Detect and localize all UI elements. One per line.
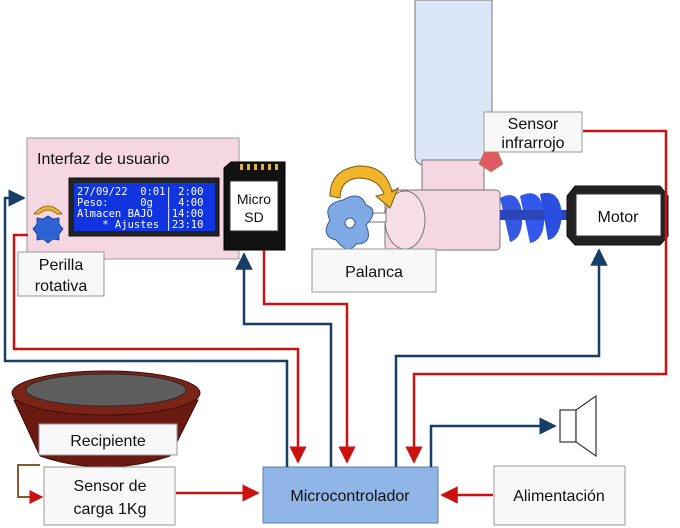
ir-sensor-label-line1: Sensor bbox=[508, 116, 559, 133]
speaker-icon bbox=[559, 394, 597, 458]
power-supply-box: Alimentación bbox=[493, 465, 626, 526]
ir-sensor: Sensor infrarrojo bbox=[478, 111, 583, 173]
wire-mcu-to-display bbox=[3, 189, 289, 467]
lcd-screen bbox=[74, 183, 215, 231]
lever-label: Palanca bbox=[345, 264, 403, 281]
lever bbox=[325, 165, 400, 250]
sd-label-line1: Micro bbox=[237, 191, 271, 207]
knob-rotate-icon bbox=[33, 205, 63, 215]
ir-sensor-label-line2: infrarrojo bbox=[501, 135, 564, 152]
auger-screw bbox=[500, 192, 570, 243]
user-interface-panel: Interfaz de usuario 27/09/22 0:01| 2:00 … bbox=[26, 137, 240, 260]
lever-label-box: Palanca bbox=[311, 248, 437, 293]
load-sensor-label-line1: Sensor de bbox=[74, 478, 147, 495]
ui-panel-title: Interfaz de usuario bbox=[37, 151, 170, 168]
power-supply-label: Alimentación bbox=[513, 488, 605, 505]
micro-sd-card: Micro SD bbox=[223, 161, 286, 251]
wire-knob-to-mcu bbox=[12, 233, 307, 464]
motor-label: Motor bbox=[598, 209, 640, 226]
food-bowl: Recipiente bbox=[11, 370, 201, 468]
motor: Motor bbox=[566, 185, 669, 246]
wire-sd-to-mcu bbox=[262, 250, 356, 464]
wire-mcu-to-sd bbox=[235, 252, 333, 467]
microcontroller-box: Microcontrolador bbox=[262, 466, 439, 524]
sd-label-line2: SD bbox=[244, 209, 263, 225]
lcd-line-4: * Ajustes |23:10 bbox=[77, 219, 203, 231]
microcontroller-label: Microcontrolador bbox=[290, 488, 410, 505]
knob-label-line2: rotativa bbox=[35, 278, 88, 295]
lcd-line-1: 27/09/22 0:01| 2:00 bbox=[77, 186, 203, 198]
wire-bowl-to-load-sensor bbox=[17, 464, 44, 504]
rotate-arrow-icon bbox=[329, 165, 400, 209]
knob-label-line1: Perilla bbox=[39, 257, 84, 274]
food-hopper bbox=[365, 0, 501, 251]
rotary-knob bbox=[32, 215, 64, 244]
lcd-line-3: Almacen BAJO |14:00 bbox=[77, 208, 203, 220]
load-sensor-box: Sensor de carga 1Kg bbox=[43, 466, 176, 526]
knob-label-box: Perilla rotativa bbox=[17, 251, 105, 297]
bowl-label: Recipiente bbox=[70, 433, 146, 450]
load-sensor-label-line2: carga 1Kg bbox=[74, 501, 147, 518]
wire-mcu-to-motor bbox=[394, 248, 608, 467]
wire-mcu-to-speaker bbox=[429, 417, 557, 467]
lcd-line-2: Peso: 0g | 4:00 bbox=[77, 197, 203, 209]
wire-ir-to-mcu bbox=[405, 129, 668, 464]
